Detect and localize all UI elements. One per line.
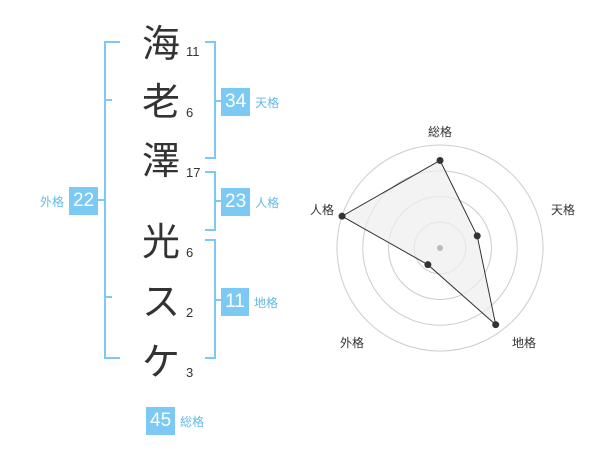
- radar-polygon: [340, 159, 497, 327]
- gaikaku-value: 22: [69, 187, 99, 215]
- radar-axis-label-chikaku: 地格: [512, 336, 537, 350]
- soukaku-label: 総格: [180, 414, 205, 429]
- jinkaku-value: 23: [221, 188, 251, 216]
- radar-axis-label-gaikaku: 外格: [340, 336, 365, 350]
- radar-point-3: [492, 321, 500, 329]
- name-char-1: 海: [141, 22, 180, 66]
- tenkaku-value: 34: [221, 88, 251, 116]
- jinkaku-label: 人格: [255, 195, 280, 210]
- jinkaku-tag: 23 人格: [221, 188, 279, 216]
- stroke-count-1: 11: [186, 44, 200, 59]
- radar-grid-ring-4: [336, 144, 544, 352]
- name-char-6: ケ: [141, 340, 180, 384]
- radar-axis-label-tenkaku: 天格: [551, 203, 576, 217]
- stroke-count-5: 2: [186, 305, 194, 320]
- stroke-count-6: 3: [186, 365, 194, 380]
- radar-axis-label-jinkaku: 人格: [310, 203, 335, 217]
- name-char-2: 老: [141, 80, 180, 124]
- radar-point-2: [473, 232, 481, 240]
- soukaku-value: 45: [146, 407, 176, 435]
- radar-point-5: [338, 212, 346, 220]
- radar-axis-label-sokaku: 総格: [428, 125, 453, 139]
- stroke-count-4: 6: [186, 245, 194, 260]
- gaikaku-tag: 外格 22: [40, 187, 99, 215]
- soukaku-tag: 45 総格: [146, 407, 204, 435]
- chikaku-value: 11: [221, 288, 249, 316]
- radar-points: [338, 156, 500, 329]
- radar-center-dot: [437, 245, 443, 251]
- stroke-count-2: 6: [186, 105, 194, 120]
- chikaku-tag: 11 地格: [221, 288, 278, 316]
- name-char-5: ス: [141, 280, 180, 324]
- name-char-4: 光: [141, 220, 180, 264]
- radar-point-4: [424, 261, 432, 269]
- stroke-count-3: 17: [186, 165, 201, 180]
- gaikaku-label: 外格: [40, 194, 65, 209]
- chikaku-label: 地格: [254, 295, 279, 310]
- tenkaku-label: 天格: [255, 95, 280, 110]
- tenkaku-tag: 34 天格: [221, 88, 279, 116]
- radar-point-1: [436, 156, 444, 164]
- name-char-3: 澤: [141, 139, 180, 183]
